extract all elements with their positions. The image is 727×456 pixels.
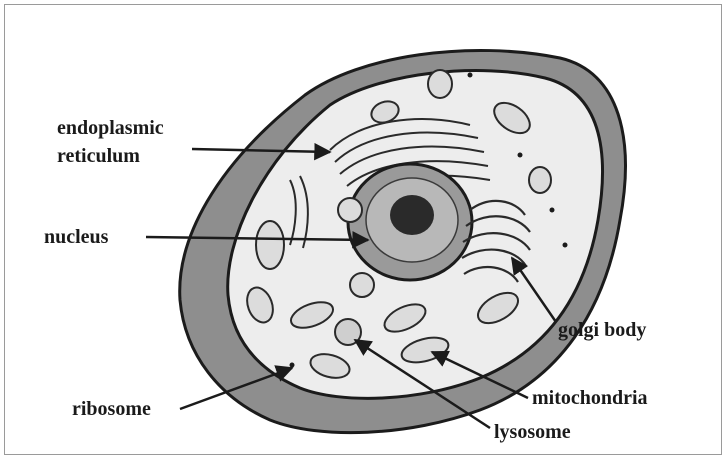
nucleolus-shape	[390, 195, 434, 235]
label-reticulum: reticulum	[57, 145, 140, 167]
label-golgi-body: golgi body	[558, 319, 646, 341]
label-ribosome: ribosome	[72, 398, 151, 420]
label-nucleus: nucleus	[44, 226, 108, 248]
label-endoplasmic: endoplasmic	[57, 117, 164, 139]
label-mitochondria: mitochondria	[532, 387, 648, 409]
label-lysosome: lysosome	[494, 421, 571, 443]
